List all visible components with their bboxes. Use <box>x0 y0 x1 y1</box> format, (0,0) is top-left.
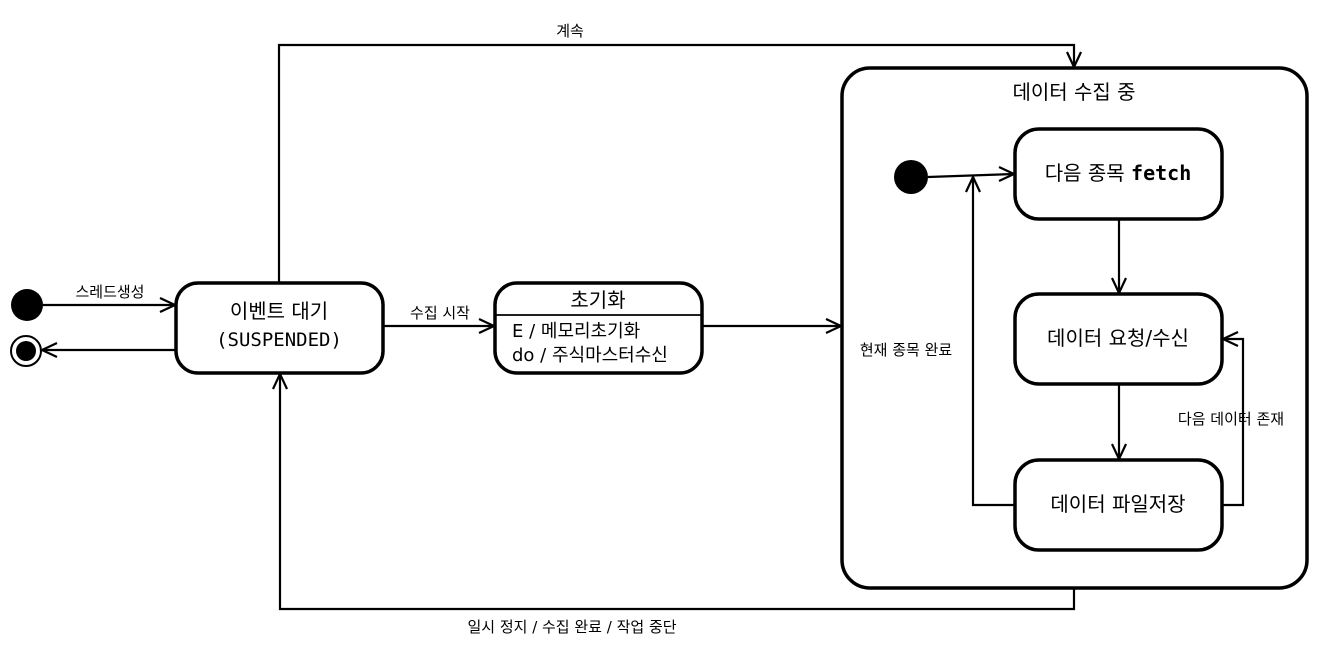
state-request-label: 데이터 요청/수신 <box>1047 326 1189 350</box>
initial-pseudostate <box>11 289 43 321</box>
state-init <box>493 281 704 375</box>
transition-current-done-label: 현재 종목 완료 <box>860 341 953 359</box>
arrowhead <box>825 318 844 334</box>
state-save-label: 데이터 파일저장 <box>1050 492 1185 516</box>
arrowhead <box>965 174 981 193</box>
state-fetch-prefix: 다음 종목 <box>1045 161 1131 185</box>
transition-start-collect-label: 수집 시작 <box>410 304 470 322</box>
state-collecting-title: 데이터 수집 중 <box>1012 80 1135 104</box>
arrowhead <box>39 342 58 358</box>
state-init-entry: E / 메모리초기화 <box>512 321 640 342</box>
arrowhead <box>1220 331 1239 347</box>
state-init-title: 초기화 <box>570 288 625 312</box>
state-fetch-label: 다음 종목 fetch <box>1045 161 1192 185</box>
final-pseudostate-inner <box>16 341 36 361</box>
state-event-wait <box>174 281 385 375</box>
transition-inner-start <box>927 172 1015 179</box>
arrowhead <box>1111 443 1127 462</box>
arrowhead <box>1066 51 1082 70</box>
transition-continue-label: 계속 <box>556 22 584 40</box>
state-fetch-code: fetch <box>1131 161 1191 185</box>
state-init-do: do / 주식마스터수신 <box>512 345 668 366</box>
transition-current-done <box>971 177 1014 507</box>
arrowhead <box>1111 277 1127 296</box>
arrowhead <box>478 318 497 334</box>
transition-pause-label: 일시 정지 / 수집 완료 / 작업 중단 <box>467 618 676 636</box>
arrowhead <box>998 166 1017 182</box>
transition-continue <box>277 43 1076 283</box>
transition-next-data <box>1223 337 1245 507</box>
arrowhead <box>272 371 288 390</box>
state-event-wait-label: 이벤트 대기 <box>230 299 328 323</box>
transition-pause <box>278 374 1076 611</box>
state-event-wait-sublabel: (SUSPENDED) <box>216 329 342 351</box>
arrowhead <box>159 297 178 313</box>
transition-next-data-label: 다음 데이터 존재 <box>1178 410 1284 428</box>
inner-initial-pseudostate <box>894 160 928 194</box>
transition-thread-create-label: 스레드생성 <box>75 283 144 301</box>
